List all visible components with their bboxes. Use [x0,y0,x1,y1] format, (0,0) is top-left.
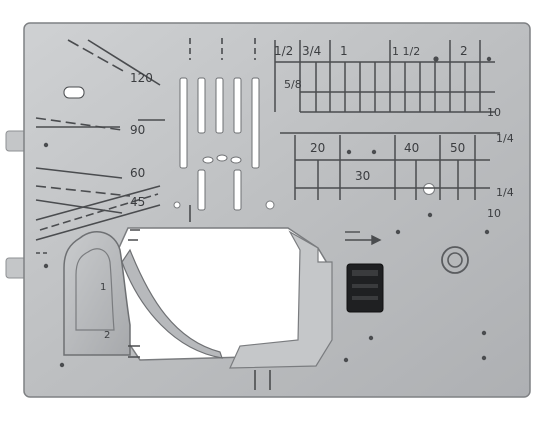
angle-label-120: 120 [130,71,153,85]
oval-slot [63,86,85,99]
bobbin-marker-1: 1 [100,282,106,293]
label-right-quarter-bottom: 1/4 [496,186,514,199]
angle-label-60: 60 [130,166,145,180]
label-right-10-top: 10 [487,106,501,119]
thread-hole [423,183,435,195]
release-button-ring [441,246,469,274]
bobbin-frame [229,230,333,369]
feed-dog-block [346,263,384,313]
label-five-eighths-inch: 5/8 [284,78,302,91]
label-half-inch: 1/2 [274,44,293,58]
screw-holes [43,56,492,368]
center-guide-lines [189,38,271,390]
label-metric-20: 20 [310,141,325,155]
label-two-inch: 2 [460,44,468,58]
metric-seam-grid [280,132,500,200]
inch-seam-grid [274,40,495,113]
label-one-inch: 1 [340,44,348,58]
bobbin-marker-2: 2 [104,330,110,341]
angle-guide-lines [35,39,165,241]
bottom-guide-marks [36,229,140,358]
angle-label-45: 45 [130,195,145,209]
label-right-quarter-top: 1/4 [496,132,514,145]
threading-hole-small [265,200,275,210]
angle-label-90: 90 [130,123,145,137]
feed-dog-slots [179,77,260,211]
label-three-quarter-inch: 3/4 [302,44,321,58]
bobbin-cover-inner [75,248,115,331]
arrow-icon [345,231,382,246]
threading-hole-left [173,201,181,209]
label-metric-40: 40 [404,141,419,155]
label-right-10-bottom: 10 [487,207,501,220]
label-metric-30: 30 [355,169,370,183]
bobbin-hook [121,248,223,359]
label-one-half-inch: 1 1/2 [392,45,420,58]
bobbin-cover [63,231,131,356]
label-metric-50: 50 [450,141,465,155]
